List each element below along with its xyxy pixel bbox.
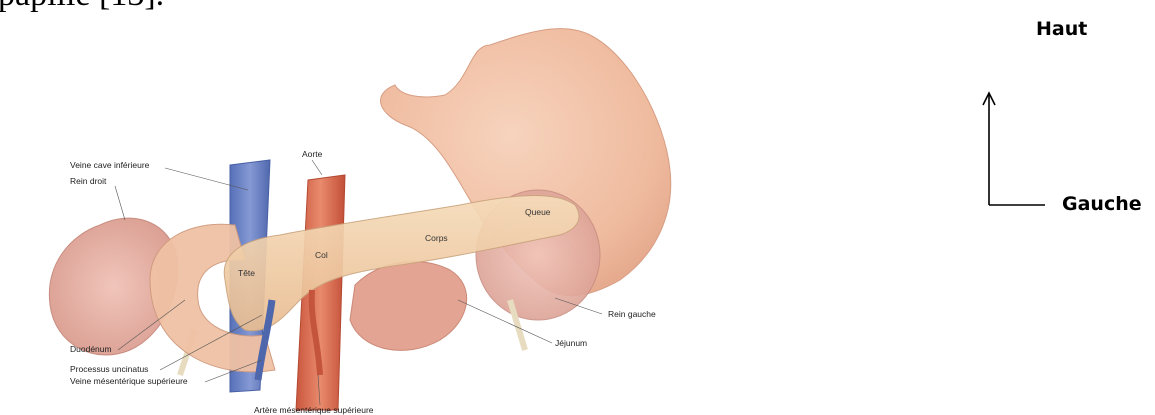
label-queue: Queue (525, 207, 551, 217)
leader-rein-droit (115, 186, 125, 220)
label-tete: Tête (238, 268, 255, 278)
jejunum-shape (350, 262, 467, 351)
pancreas-anatomy-illustration: Veine cave inférieure Rein droit Aorte Q… (0, 0, 960, 415)
label-corps: Corps (425, 233, 448, 243)
label-aorte: Aorte (302, 149, 323, 159)
label-veine-cave-inferieure: Veine cave inférieure (70, 160, 150, 170)
orientation-arrows (970, 85, 1050, 210)
label-rein-droit: Rein droit (70, 176, 107, 186)
orientation-up-label: Haut (1036, 18, 1087, 40)
label-veine-mesenterique-superieure: Veine mésentérique supérieure (70, 376, 188, 386)
label-duodenum: Duodénum (70, 344, 112, 354)
label-artere-mesenterique-superieure: Artère mésentérique supérieure (254, 405, 374, 415)
label-processus-uncinatus: Processus uncinatus (70, 364, 148, 374)
orientation-left-label: Gauche (1062, 193, 1142, 215)
label-col: Col (315, 250, 328, 260)
label-jejunum: Jéjunum (555, 338, 587, 348)
label-rein-gauche: Rein gauche (608, 309, 656, 319)
leader-aorte (312, 160, 322, 175)
